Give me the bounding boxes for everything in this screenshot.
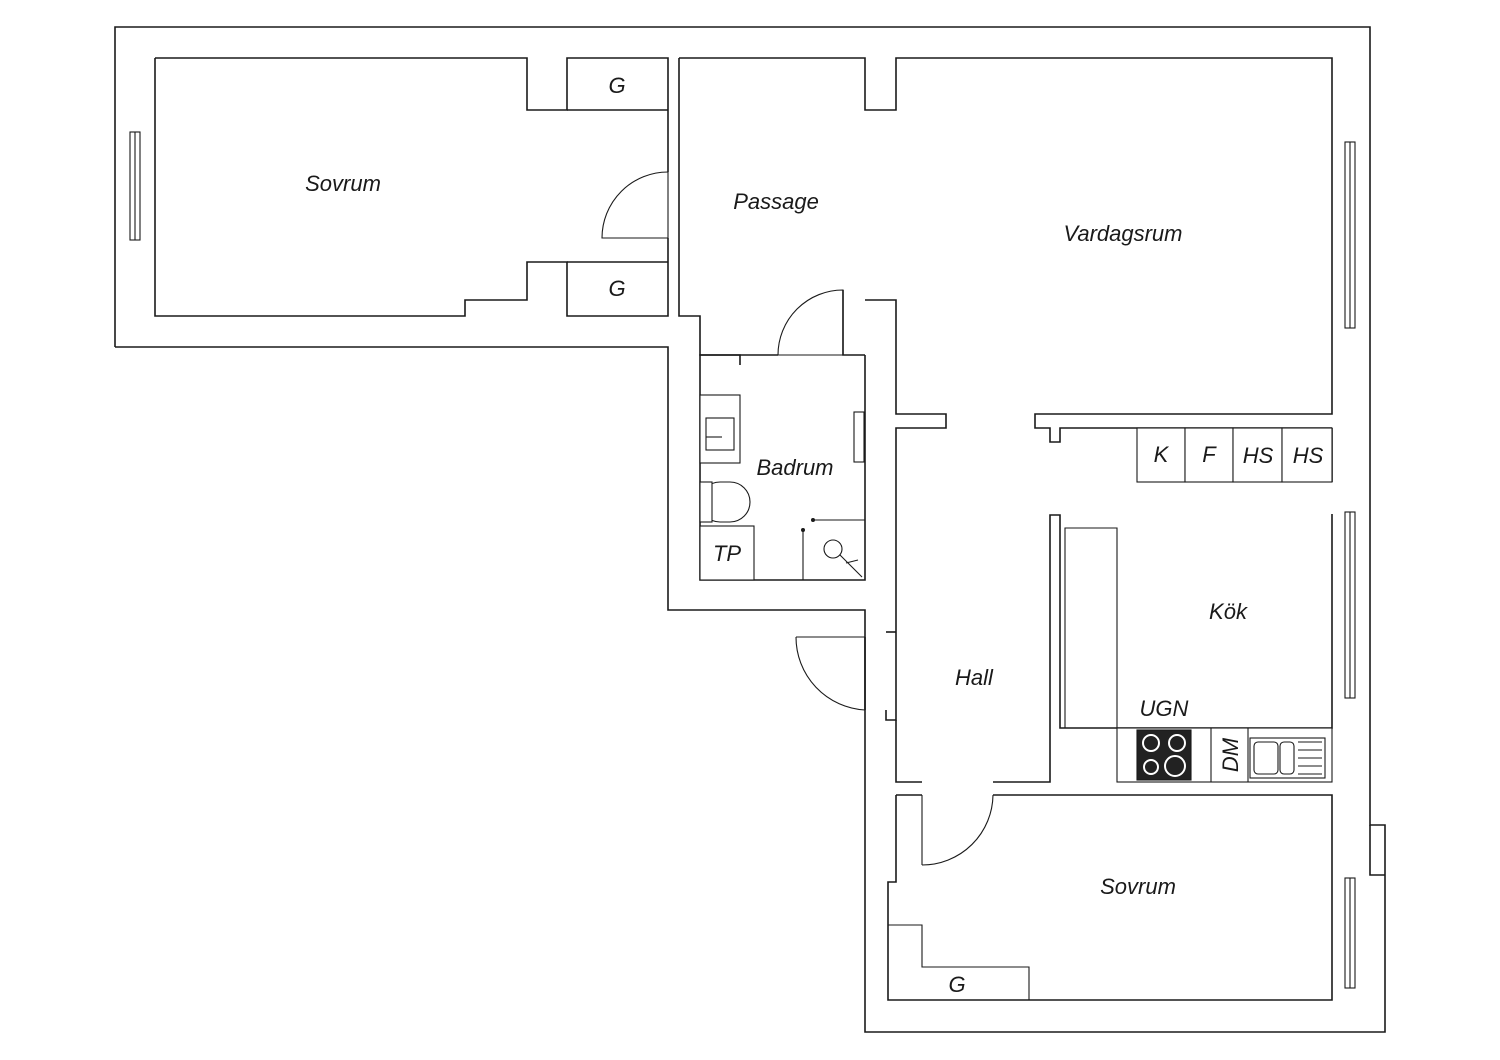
freezer-label: F bbox=[1202, 442, 1217, 467]
kitchen-storage bbox=[1136, 427, 1333, 483]
fridge-label: K bbox=[1154, 442, 1170, 467]
pantry-label-1: HS bbox=[1243, 443, 1274, 468]
doors bbox=[601, 171, 994, 866]
bedroom2-closet bbox=[888, 924, 1030, 1000]
radiator-icon bbox=[853, 411, 865, 463]
laundry-label: TP bbox=[713, 541, 741, 566]
dishwasher-label: DM bbox=[1218, 737, 1243, 772]
room-label-bathroom: Badrum bbox=[756, 455, 833, 480]
bathroom-fixtures bbox=[699, 394, 865, 581]
closet-label-top: G bbox=[608, 73, 625, 98]
closet-label-bottom: G bbox=[948, 972, 965, 997]
room-label-hall: Hall bbox=[955, 665, 994, 690]
oven-label: UGN bbox=[1140, 696, 1189, 721]
exterior-bumpout bbox=[1369, 825, 1385, 876]
kitchen-counter bbox=[1064, 527, 1333, 783]
closet-label-mid: G bbox=[608, 276, 625, 301]
windows bbox=[129, 131, 1356, 989]
shower-icon bbox=[823, 539, 843, 559]
room-label-kitchen: Kök bbox=[1209, 599, 1248, 624]
pantry-label-2: HS bbox=[1293, 443, 1324, 468]
room-label-passage: Passage bbox=[733, 189, 819, 214]
room-label-bedroom-2: Sovrum bbox=[1100, 874, 1176, 899]
room-label-living-room: Vardagsrum bbox=[1063, 221, 1182, 246]
room-label-bedroom-1: Sovrum bbox=[305, 171, 381, 196]
